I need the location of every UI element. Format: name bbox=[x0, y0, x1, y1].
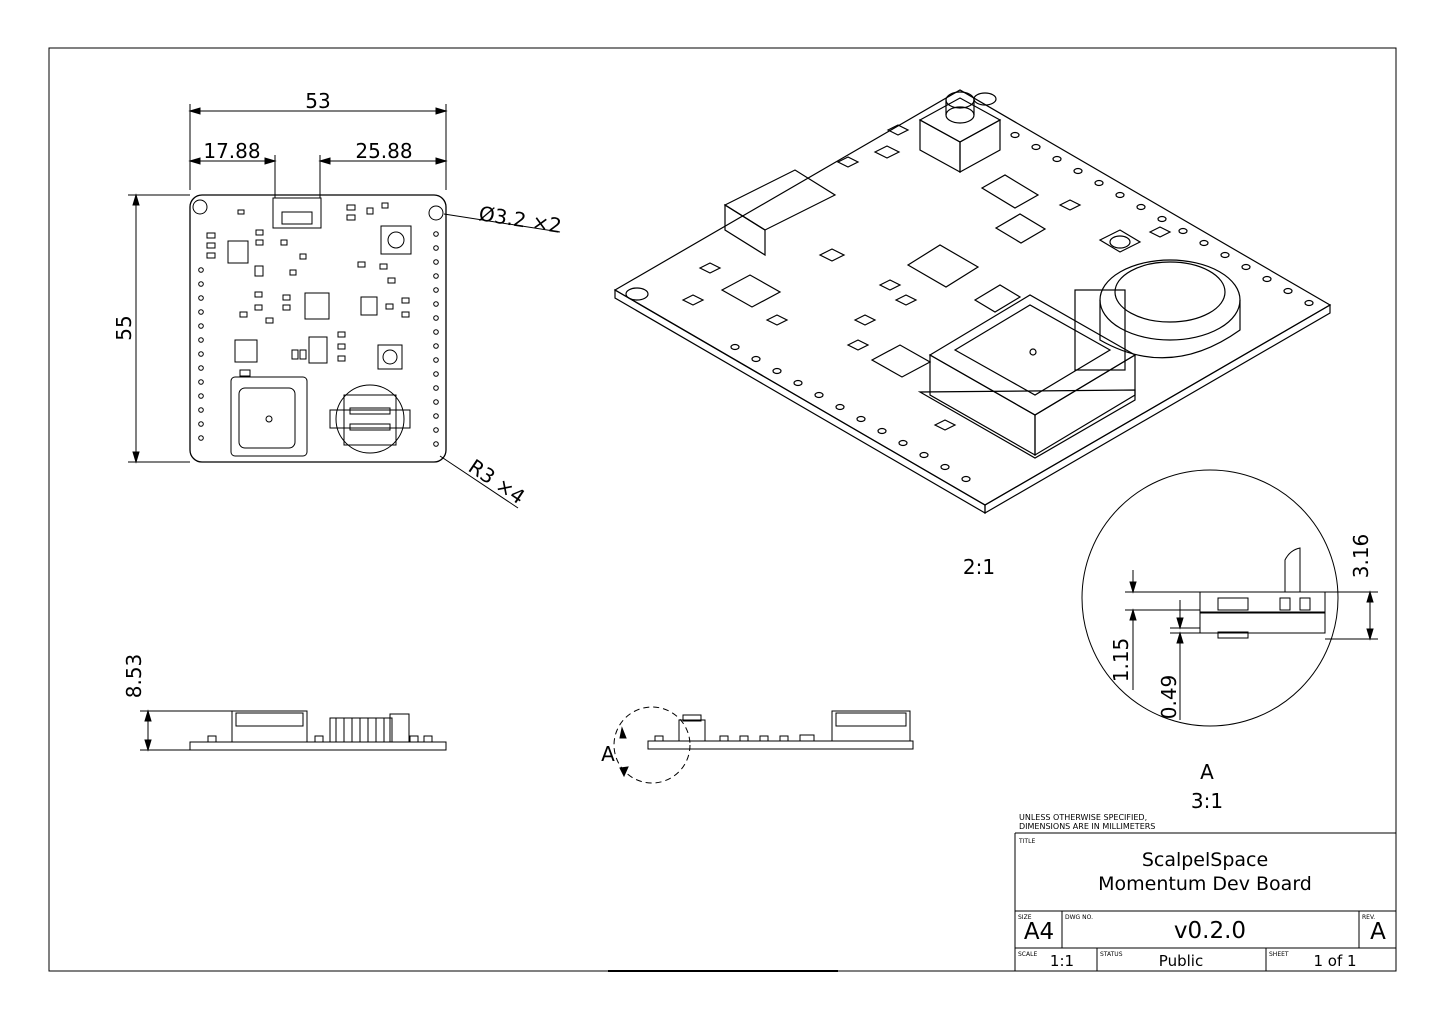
status-value: Public bbox=[1159, 952, 1203, 970]
note-line1: UNLESS OTHERWISE SPECIFIED, bbox=[1019, 813, 1147, 822]
dwg-value: v0.2.0 bbox=[1174, 918, 1246, 944]
dim-usb-right: 25.88 bbox=[355, 139, 412, 163]
dim-width: 53 bbox=[305, 89, 330, 113]
detail-view-a bbox=[1081, 469, 1378, 727]
iso-scale-label: 2:1 bbox=[963, 555, 995, 579]
title-block bbox=[1014, 832, 1396, 971]
top-view bbox=[128, 104, 561, 509]
front-view bbox=[613, 706, 914, 784]
scale-caption: SCALE bbox=[1018, 951, 1037, 958]
size-caption: SIZE bbox=[1018, 914, 1032, 921]
sheet-caption: SHEET bbox=[1269, 951, 1289, 958]
detail-callout-label: A bbox=[601, 742, 615, 766]
dim-radius: R3 ×4 bbox=[464, 454, 529, 509]
detail-dim-top: 3.16 bbox=[1349, 534, 1373, 579]
sheet-value: 1 of 1 bbox=[1313, 952, 1356, 970]
detail-scale: 3:1 bbox=[1191, 789, 1223, 813]
note-line2: DIMENSIONS ARE IN MILLIMETERS bbox=[1019, 822, 1155, 831]
dim-usb-left: 17.88 bbox=[203, 139, 260, 163]
title-line2: Momentum Dev Board bbox=[1098, 873, 1312, 895]
title-line1: ScalpelSpace bbox=[1142, 849, 1268, 871]
dwg-caption: DWG NO. bbox=[1065, 914, 1093, 921]
detail-dim-gap: 0.49 bbox=[1157, 675, 1181, 720]
rev-value: A bbox=[1370, 919, 1386, 945]
dim-height: 55 bbox=[112, 315, 136, 340]
size-value: A4 bbox=[1024, 919, 1054, 945]
detail-dim-board: 1.15 bbox=[1109, 638, 1133, 683]
title-caption: TITLE bbox=[1018, 838, 1035, 845]
scale-value: 1:1 bbox=[1050, 952, 1074, 970]
rev-caption: REV. bbox=[1362, 914, 1375, 921]
side-view-left bbox=[140, 709, 447, 752]
status-caption: STATUS bbox=[1100, 951, 1123, 958]
dim-side-height: 8.53 bbox=[122, 654, 146, 699]
dim-hole: Ø3.2 ×2 bbox=[477, 201, 563, 238]
detail-label: A bbox=[1200, 760, 1214, 784]
isometric-view bbox=[613, 89, 1332, 515]
